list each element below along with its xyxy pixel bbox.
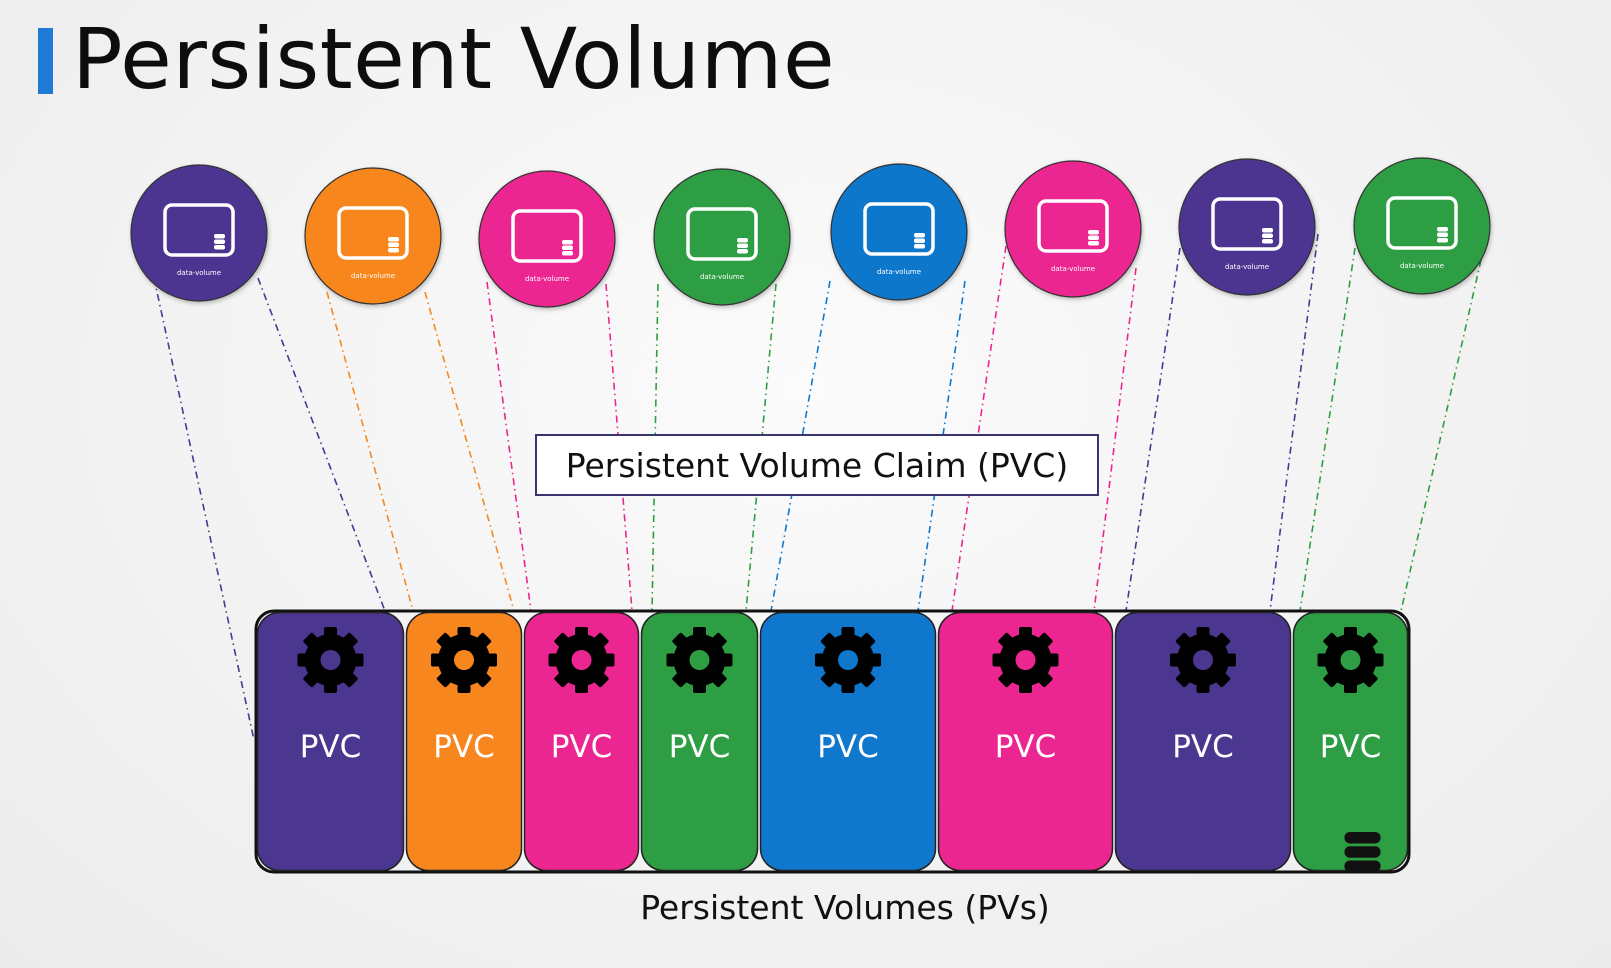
gear-icon	[992, 627, 1059, 693]
database-icon	[1344, 832, 1381, 872]
gear-icon	[666, 627, 733, 693]
gear-icon	[548, 627, 615, 693]
persistent-volumes-group: PVC PVC PVC PVC PVC PVC PVC PVC	[254, 609, 1411, 874]
pvc-label: PVC	[300, 729, 362, 765]
connector-line	[1400, 259, 1482, 612]
pvc-label: PVC	[817, 729, 879, 765]
pod-volume-label: data-volume	[525, 275, 569, 283]
pvc-label: PVC	[1320, 729, 1382, 765]
pvc-block: PVC	[759, 611, 937, 872]
pvc-claim-box: Persistent Volume Claim (PVC)	[535, 434, 1099, 496]
storage-icon	[1037, 199, 1109, 253]
pvc-claim-label: Persistent Volume Claim (PVC)	[565, 445, 1069, 485]
pvc-label: PVC	[669, 729, 731, 765]
gear-icon	[431, 627, 497, 693]
connector-line	[745, 283, 777, 612]
title-accent-bar	[38, 28, 53, 94]
pod-volume-label: data-volume	[1051, 265, 1095, 273]
pvc-label: PVC	[551, 729, 613, 765]
connector-line	[1269, 233, 1319, 612]
page-title: Persistent Volume	[72, 10, 836, 108]
pod-circle: data-volume	[1353, 157, 1491, 295]
connector-line	[486, 281, 532, 612]
pod-volume-label: data-volume	[351, 272, 395, 280]
connector-line	[326, 291, 414, 612]
pv-container	[254, 609, 1411, 874]
storage-icon	[511, 209, 583, 263]
storage-icon	[863, 202, 935, 256]
storage-icon	[1386, 196, 1458, 250]
pod-circle: data-volume	[304, 167, 442, 305]
pod-circle: data-volume	[1004, 160, 1142, 298]
gear-icon	[815, 627, 881, 693]
connector-line	[1093, 267, 1137, 612]
pod-volume-label: data-volume	[700, 273, 744, 281]
gear-icon	[1317, 627, 1384, 693]
pvc-label: PVC	[995, 729, 1057, 765]
pod-circle: data-volume	[130, 164, 268, 302]
connector-line	[651, 283, 659, 612]
pod-volume-label: data-volume	[1400, 262, 1444, 270]
storage-icon	[1211, 197, 1283, 251]
connector-line	[153, 277, 255, 741]
pvc-label: PVC	[1172, 729, 1234, 765]
connector-line	[605, 283, 633, 612]
pvc-block: PVC	[937, 611, 1114, 872]
pod-volume-label: data-volume	[177, 269, 221, 277]
gear-icon	[1170, 627, 1236, 693]
pvc-block: PVC	[523, 611, 640, 872]
storage-icon	[337, 206, 409, 260]
gear-icon	[297, 627, 364, 693]
connector-line	[1125, 247, 1181, 612]
pvc-block: PVC	[1292, 611, 1409, 872]
storage-icon	[163, 203, 235, 257]
pvc-block: PVC	[405, 611, 523, 872]
pod-circle: data-volume	[830, 163, 968, 301]
pod-circle: data-volume	[653, 168, 791, 306]
pvc-block: PVC	[256, 611, 405, 872]
pod-volume-label: data-volume	[877, 268, 921, 276]
pvc-block: PVC	[1114, 611, 1292, 872]
connector-line	[951, 245, 1007, 612]
pods-group: data-volume data-volume data-volume data-vo…	[130, 157, 1491, 308]
pv-label: Persistent Volumes (PVs)	[640, 888, 1050, 927]
connector-line	[257, 277, 386, 612]
pod-circle: data-volume	[1178, 158, 1316, 296]
connector-line	[1299, 247, 1356, 612]
pvc-label: PVC	[433, 729, 495, 765]
pvc-block: PVC	[640, 611, 759, 872]
pod-circle: data-volume	[478, 170, 616, 308]
storage-icon	[686, 207, 758, 261]
pod-volume-label: data-volume	[1225, 263, 1269, 271]
connector-line	[424, 291, 515, 612]
